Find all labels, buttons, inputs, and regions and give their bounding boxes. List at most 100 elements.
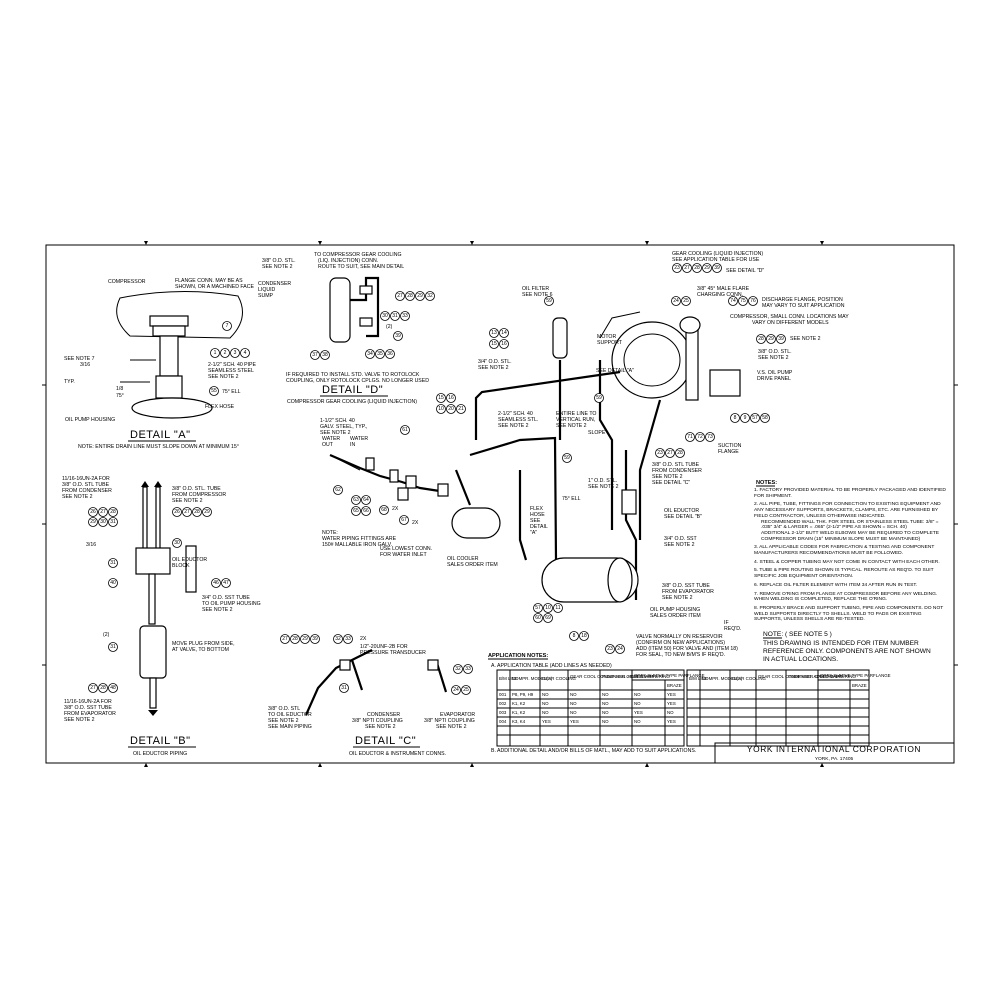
svg-text:55: 55 — [211, 388, 217, 394]
main-label-1: GEAR COOLING (LIQUID INJECTION) — [672, 251, 763, 257]
main-label-22: 3/4" O.D. STL. — [478, 359, 512, 365]
main-label-58: ADD (ITEM 50) FOR VALVE AND (ITEM 18) — [636, 646, 738, 652]
svg-text:29: 29 — [302, 636, 308, 642]
detail-b-label-19: FROM EVAPORATOR — [64, 711, 116, 717]
oil-cooler — [451, 507, 501, 539]
svg-text:57: 57 — [535, 605, 541, 611]
svg-text:15: 15 — [491, 341, 497, 347]
main-label-53: SALES ORDER ITEM — [650, 613, 701, 619]
svg-text:28: 28 — [407, 293, 413, 299]
svg-text:47: 47 — [223, 580, 229, 586]
detail-d-title: DETAIL "D" — [322, 384, 383, 396]
detail-d-label-2: SEE NOTE 2 — [262, 264, 293, 270]
svg-text:27: 27 — [684, 265, 690, 271]
main-label-26: SEE NOTE 2 — [498, 423, 529, 429]
reference-note-line-2: REFERENCE ONLY. COMPONENTS ARE NOT SHOWN — [763, 648, 931, 655]
app2-header-pump: PUMP HSG. ADDED VALVE/RING — [788, 674, 856, 679]
reference-note-head: NOTE: ( SEE NOTE 5 ) — [763, 631, 832, 638]
detail-b-label-9: OIL EDUCTOR — [172, 557, 207, 563]
detail-d-subtitle: COMPRESSOR GEAR COOLING (LIQUID INJECTIO… — [287, 399, 417, 405]
company-name: YORK INTERNATIONAL CORPORATION — [747, 744, 921, 754]
note-2-elbows: ADDITIONAL 2-1/2" BUTT WELD ELBOWS MAY B… — [761, 530, 940, 542]
detail-d-label-10: IF REQUIRED TO INSTALL STD. VALVE TO ROT… — [286, 372, 420, 378]
oil-filter-b — [139, 625, 167, 679]
app-cell-r3-c1: K3, K4 — [512, 719, 526, 724]
svg-text:29: 29 — [704, 265, 710, 271]
main-label-51: SEE NOTE 2 — [662, 595, 693, 601]
note-7: 7. REMOVE O'RING FROM FLANGE AT COMPRESS… — [754, 591, 938, 603]
svg-text:16: 16 — [501, 341, 507, 347]
svg-text:24: 24 — [453, 687, 459, 693]
detail-a-label-14: OIL PUMP HOUSING — [65, 417, 115, 423]
detail-a-label-5: 3/16 — [80, 362, 90, 368]
app2-header-model: COMPR. MODEL(S) — [702, 676, 743, 681]
main-label-44: "A" — [530, 530, 537, 536]
main-label-25: SEAMLESS STL. — [498, 417, 538, 423]
detail-b-label-12: TO OIL PUMP HOUSING — [202, 601, 261, 607]
detail-c-label-12: 3/8" NPTI COUPLING — [424, 718, 475, 724]
app-cell-r1-c5: NO — [634, 701, 641, 706]
svg-text:28: 28 — [758, 336, 764, 342]
svg-text:27: 27 — [90, 685, 96, 691]
svg-text:29: 29 — [204, 509, 210, 515]
app-cell-r3-c4: NO — [602, 719, 609, 724]
svg-text:63: 63 — [353, 497, 359, 503]
main-label-38: 3/4" O.D. SST — [664, 536, 698, 542]
svg-text:29: 29 — [417, 293, 423, 299]
svg-text:26: 26 — [174, 509, 180, 515]
svg-text:59: 59 — [596, 395, 602, 401]
detail-d-label-4: (LIQ. INJECTION) CONN. — [318, 258, 378, 264]
detail-c-subtitle: OIL EDUCTOR & INSTRUMENT CONNS. — [349, 751, 446, 757]
main-label-57: (CONFIRM ON NEW APPLICATIONS) — [636, 640, 725, 646]
svg-text:62: 62 — [335, 487, 341, 493]
detail-a-label-1: COMPRESSOR — [108, 279, 146, 285]
detail-d-label-1: 3/8" O.D. STL. — [262, 258, 296, 264]
main-label-52: OIL PUMP HOUSING — [650, 607, 700, 613]
app-header-gear: GEAR COOLING — [542, 676, 576, 681]
svg-text:33: 33 — [465, 666, 471, 672]
main-label-46: SEE NOTE 2 — [588, 484, 619, 490]
flange-top — [149, 315, 189, 327]
detail-c-label-10: SEE NOTE 2 — [365, 724, 396, 730]
detail-c: 2X 1/2"-20UNF-2B FOR PRESSURE TRANSDUCER… — [268, 634, 475, 757]
app-cell-r3-c3: YES — [570, 719, 579, 724]
app-cell-r3-c5: NO — [634, 719, 641, 724]
oil-filter-main — [552, 317, 568, 359]
svg-text:9: 9 — [744, 415, 747, 421]
detail-b-label-10: BLOCK — [172, 563, 190, 569]
main-label-24: 2-1/2" SCH. 40 — [498, 411, 533, 417]
svg-text:38: 38 — [322, 352, 328, 358]
detail-c-label-11: EVAPORATOR — [440, 712, 475, 718]
svg-text:23: 23 — [674, 265, 680, 271]
note-1: 1. FACTORY PROVIDED MATERIAL TO BE PROPE… — [754, 488, 946, 499]
detail-c-label-7: SEE MAIN PIPING — [268, 724, 312, 730]
main-label-31: 75° ELL — [562, 496, 581, 502]
drawing-border — [45, 244, 955, 764]
detail-b-label-20: SEE NOTE 2 — [64, 717, 95, 723]
detail-a-label-4: SEE NOTE 7 — [64, 356, 95, 362]
water-label-14: FOR WATER INLET — [380, 552, 428, 558]
svg-text:25: 25 — [463, 687, 469, 693]
main-label-19: MOTOR — [597, 334, 616, 340]
app2-header-cond: GEAR COOL CONDENSER CPLG ADAPT — [758, 674, 842, 679]
svg-text:67: 67 — [401, 517, 407, 523]
tube-from-condenser — [142, 486, 148, 550]
application-table-left: B/M LINE COMPR. MODEL(S) GEAR COOLING GE… — [496, 669, 705, 747]
main-label-28: VERTICAL RUN, — [556, 417, 595, 423]
discharge-flange — [679, 316, 701, 334]
title-block: YORK INTERNATIONAL CORPORATION YORK, PA.… — [714, 742, 955, 764]
svg-text:31: 31 — [341, 685, 347, 691]
svg-text:30: 30 — [100, 519, 106, 525]
detail-a-label-6: TYP. — [64, 379, 75, 385]
svg-text:25: 25 — [683, 298, 689, 304]
app-cell-r2-c5: YES — [634, 710, 643, 715]
svg-text:16: 16 — [448, 395, 454, 401]
frame-tick-marks — [42, 241, 958, 767]
svg-text:1: 1 — [214, 350, 217, 356]
main-label-43: DETAIL — [530, 524, 548, 530]
notes-heading: NOTES: — [756, 480, 777, 486]
svg-text:75: 75 — [740, 298, 746, 304]
detail-b-label-18: 3/8" O.D. SST TUBE — [64, 705, 112, 711]
detail-a-label-12: 75° ELL — [222, 389, 241, 395]
